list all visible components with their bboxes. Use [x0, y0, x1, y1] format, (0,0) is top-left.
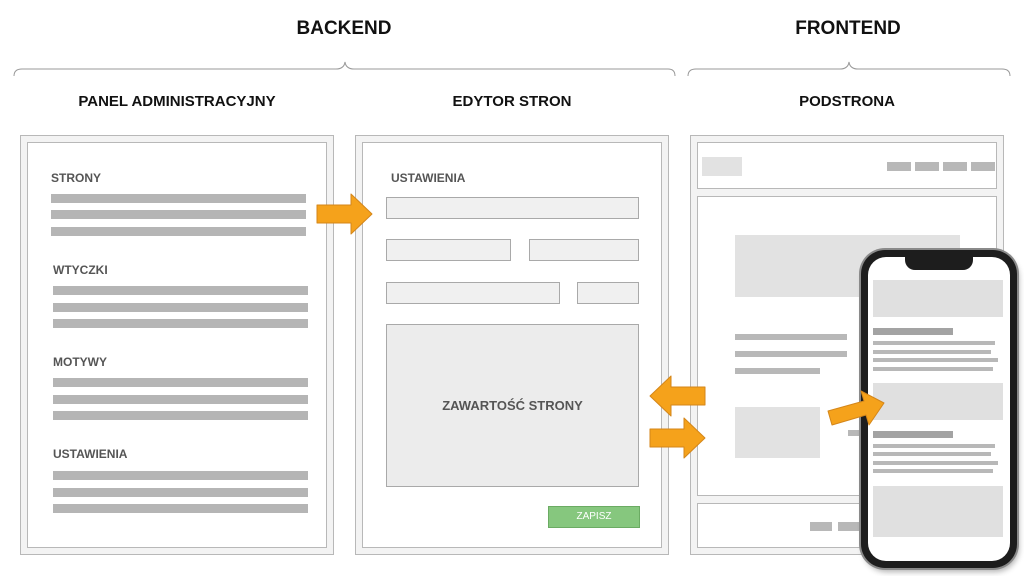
smartphone — [861, 250, 1017, 568]
menu-label-settings[interactable]: USTAWIENIA — [53, 447, 128, 461]
menu-line — [53, 378, 308, 387]
footer-link[interactable] — [838, 522, 860, 531]
nav-item[interactable] — [915, 162, 939, 171]
mobile-hero-placeholder — [873, 280, 1003, 317]
settings-field-left-2[interactable] — [386, 282, 560, 304]
frontend-brace — [687, 61, 1011, 77]
menu-line — [53, 488, 308, 497]
nav-item[interactable] — [943, 162, 967, 171]
section-braces — [13, 61, 1011, 77]
mobile-text-line — [873, 444, 995, 448]
page-content-label: ZAWARTOŚĆ STRONY — [442, 398, 583, 413]
mobile-block-placeholder — [873, 383, 1003, 420]
logo-placeholder — [702, 157, 742, 176]
mobile-text-line — [873, 358, 998, 362]
page-editor-frame: USTAWIENIA ZAWARTOŚĆ STRONY ZAPISZ — [355, 135, 669, 555]
backend-heading: BACKEND — [296, 18, 392, 39]
menu-line — [53, 319, 308, 328]
menu-line — [53, 504, 308, 513]
nav-item[interactable] — [887, 162, 911, 171]
backend-brace — [13, 61, 676, 77]
mobile-heading-bar — [873, 328, 953, 335]
menu-line — [51, 210, 306, 219]
settings-field-right-2[interactable] — [577, 282, 639, 304]
mobile-text-line — [873, 452, 991, 456]
subpage-title: PODSTRONA — [799, 93, 895, 110]
text-line — [735, 334, 847, 340]
phone-notch — [905, 257, 973, 270]
page-editor-title: EDYTOR STRON — [452, 93, 572, 110]
mobile-text-line — [873, 341, 995, 345]
frontend-heading: FRONTEND — [795, 18, 901, 39]
menu-label-themes[interactable]: MOTYWY — [53, 355, 107, 369]
menu-line — [51, 227, 306, 236]
admin-panel-title: PANEL ADMINISTRACYJNY — [78, 93, 276, 110]
image-placeholder — [735, 407, 820, 458]
text-line — [735, 351, 847, 357]
page-content-box[interactable]: ZAWARTOŚĆ STRONY — [386, 324, 639, 487]
page-editor-body: USTAWIENIA ZAWARTOŚĆ STRONY ZAPISZ — [362, 142, 662, 548]
subpage-header — [697, 142, 997, 189]
menu-label-pages[interactable]: STRONY — [51, 171, 102, 185]
settings-field-left[interactable] — [386, 239, 511, 261]
mobile-text-line — [873, 461, 998, 465]
menu-line — [53, 471, 308, 480]
save-button[interactable]: ZAPISZ — [548, 506, 640, 528]
nav-item[interactable] — [971, 162, 995, 171]
mobile-heading-bar — [873, 431, 953, 438]
settings-field-wide[interactable] — [386, 197, 639, 219]
text-line — [735, 368, 820, 374]
menu-label-plugins[interactable]: WTYCZKI — [53, 263, 108, 277]
menu-line — [53, 395, 308, 404]
admin-panel-body: STRONY WTYCZKI MOTYWY USTAWIENIA — [27, 142, 327, 548]
mobile-text-line — [873, 469, 993, 473]
phone-screen — [868, 257, 1010, 561]
admin-panel-frame: STRONY WTYCZKI MOTYWY USTAWIENIA — [20, 135, 334, 555]
mobile-bottom-placeholder — [873, 486, 1003, 537]
settings-field-right[interactable] — [529, 239, 639, 261]
mobile-text-line — [873, 350, 991, 354]
menu-line — [53, 411, 308, 420]
footer-link[interactable] — [810, 522, 832, 531]
menu-line — [53, 286, 308, 295]
menu-line — [51, 194, 306, 203]
menu-line — [53, 303, 308, 312]
mobile-text-line — [873, 367, 993, 371]
editor-settings-label: USTAWIENIA — [391, 171, 466, 185]
